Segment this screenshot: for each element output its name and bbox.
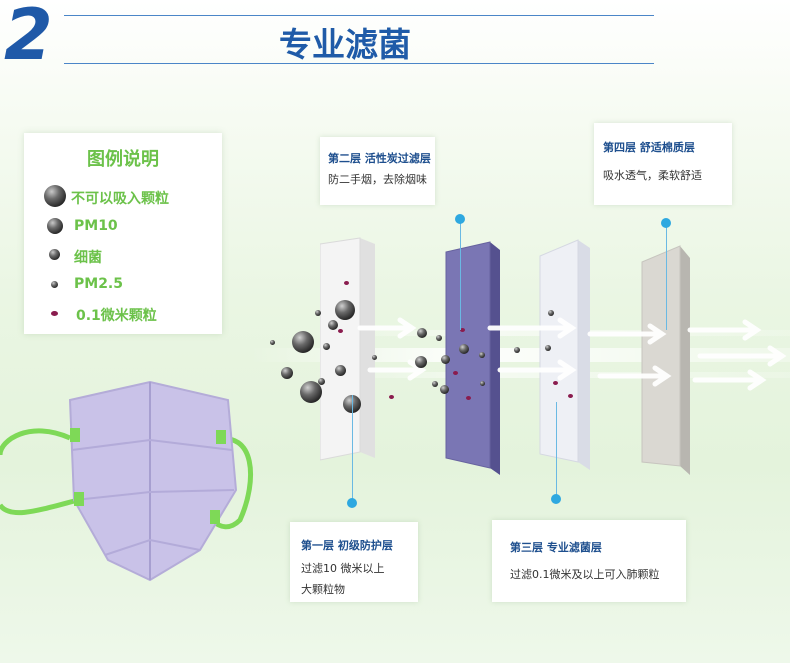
layer3-desc: 过滤0.1微米及以上可入肺颗粒 bbox=[510, 568, 660, 581]
ultrafine-particle bbox=[466, 396, 471, 400]
callout-line-layer2 bbox=[460, 222, 461, 330]
pm10-particle bbox=[281, 367, 293, 379]
pm10-particle-icon bbox=[47, 218, 63, 234]
legend-title: 图例说明 bbox=[87, 149, 159, 170]
pm25-particle bbox=[432, 381, 438, 387]
legend-item-large-particle: 不可以吸入颗粒 bbox=[24, 185, 222, 209]
ultrafine-particle-icon bbox=[51, 311, 58, 316]
pm25-particle bbox=[548, 310, 554, 316]
pm25-particle bbox=[479, 352, 485, 358]
legend-panel: 图例说明 不可以吸入颗粒 PM10 细菌 PM2.5 0.1微米颗粒 bbox=[24, 133, 222, 334]
pm10-particle bbox=[335, 365, 346, 376]
ultrafine-particle bbox=[338, 329, 343, 333]
ultrafine-particle bbox=[568, 394, 573, 398]
airflow-arrows bbox=[357, 317, 787, 391]
bacteria-particle bbox=[318, 378, 325, 385]
layer2-desc: 防二手烟，去除烟味 bbox=[328, 173, 427, 186]
layer3-card: 第三层 专业滤菌层 过滤0.1微米及以上可入肺颗粒 bbox=[492, 520, 686, 602]
large-particle bbox=[335, 300, 355, 320]
filter-layers bbox=[320, 237, 690, 475]
pm25-particle bbox=[514, 347, 520, 353]
header-bottom-rule bbox=[64, 63, 654, 64]
layer3-title: 第三层 专业滤菌层 bbox=[510, 541, 602, 554]
legend-label: 不可以吸入颗粒 bbox=[71, 191, 169, 207]
section-number: 2 bbox=[4, 0, 53, 76]
legend-label: 细菌 bbox=[74, 250, 102, 266]
pm10-particle bbox=[415, 356, 427, 368]
pm25-particle bbox=[480, 381, 485, 386]
layer1-desc-line1: 过滤10 微米以上 bbox=[301, 562, 385, 575]
bacteria-particle bbox=[459, 344, 469, 354]
pm10-particle bbox=[328, 320, 338, 330]
callout-line-layer4 bbox=[666, 226, 667, 330]
legend-item-ultrafine: 0.1微米颗粒 bbox=[24, 302, 222, 326]
legend-label: PM10 bbox=[74, 218, 118, 234]
pm25-particle bbox=[545, 345, 551, 351]
legend-label: PM2.5 bbox=[74, 276, 123, 292]
callout-line-layer1 bbox=[352, 395, 353, 503]
ultrafine-particle bbox=[460, 328, 465, 332]
ultrafine-particle bbox=[453, 371, 458, 375]
legend-label: 0.1微米颗粒 bbox=[76, 308, 157, 324]
pm25-particle-icon bbox=[51, 281, 58, 288]
large-particle bbox=[292, 331, 314, 353]
section-title: 专业滤菌 bbox=[279, 25, 411, 64]
legend-item-pm10: PM10 bbox=[24, 215, 222, 239]
layer1-title: 第一层 初级防护层 bbox=[301, 539, 393, 552]
bacteria-particle bbox=[441, 355, 450, 364]
callout-dot-layer2 bbox=[455, 214, 465, 224]
large-particle bbox=[300, 381, 322, 403]
ultrafine-particle bbox=[389, 395, 394, 399]
bacteria-particle bbox=[417, 328, 427, 338]
bacteria-particle bbox=[440, 385, 449, 394]
ultrafine-particle bbox=[344, 281, 349, 285]
pm25-particle bbox=[270, 340, 275, 345]
bacteria-particle bbox=[323, 343, 330, 350]
mask-illustration bbox=[0, 380, 253, 582]
pm25-particle bbox=[436, 335, 442, 341]
layer4-card: 第四层 舒适棉质层 吸水透气，柔软舒适 bbox=[594, 123, 732, 205]
ultrafine-particle bbox=[553, 381, 558, 385]
layer4-title: 第四层 舒适棉质层 bbox=[603, 141, 695, 154]
layer4-desc: 吸水透气，柔软舒适 bbox=[603, 169, 702, 182]
legend-item-bacteria: 细菌 bbox=[24, 244, 222, 268]
legend-item-pm25: PM2.5 bbox=[24, 273, 222, 297]
callout-dot-layer4 bbox=[661, 218, 671, 228]
large-particle-icon bbox=[44, 185, 66, 207]
bacteria-particle-icon bbox=[49, 249, 60, 260]
layer1-card: 第一层 初级防护层 过滤10 微米以上 大颗粒物 bbox=[290, 522, 418, 602]
layer1-desc-line2: 大颗粒物 bbox=[301, 583, 345, 596]
layer2-title: 第二层 活性炭过滤层 bbox=[328, 152, 431, 165]
pm25-particle bbox=[372, 355, 377, 360]
callout-dot-layer3 bbox=[551, 494, 561, 504]
pm25-particle bbox=[315, 310, 321, 316]
layer2-card: 第二层 活性炭过滤层 防二手烟，去除烟味 bbox=[320, 137, 435, 205]
callout-line-layer3 bbox=[556, 402, 557, 498]
callout-dot-layer1 bbox=[347, 498, 357, 508]
header-top-rule bbox=[64, 15, 654, 16]
